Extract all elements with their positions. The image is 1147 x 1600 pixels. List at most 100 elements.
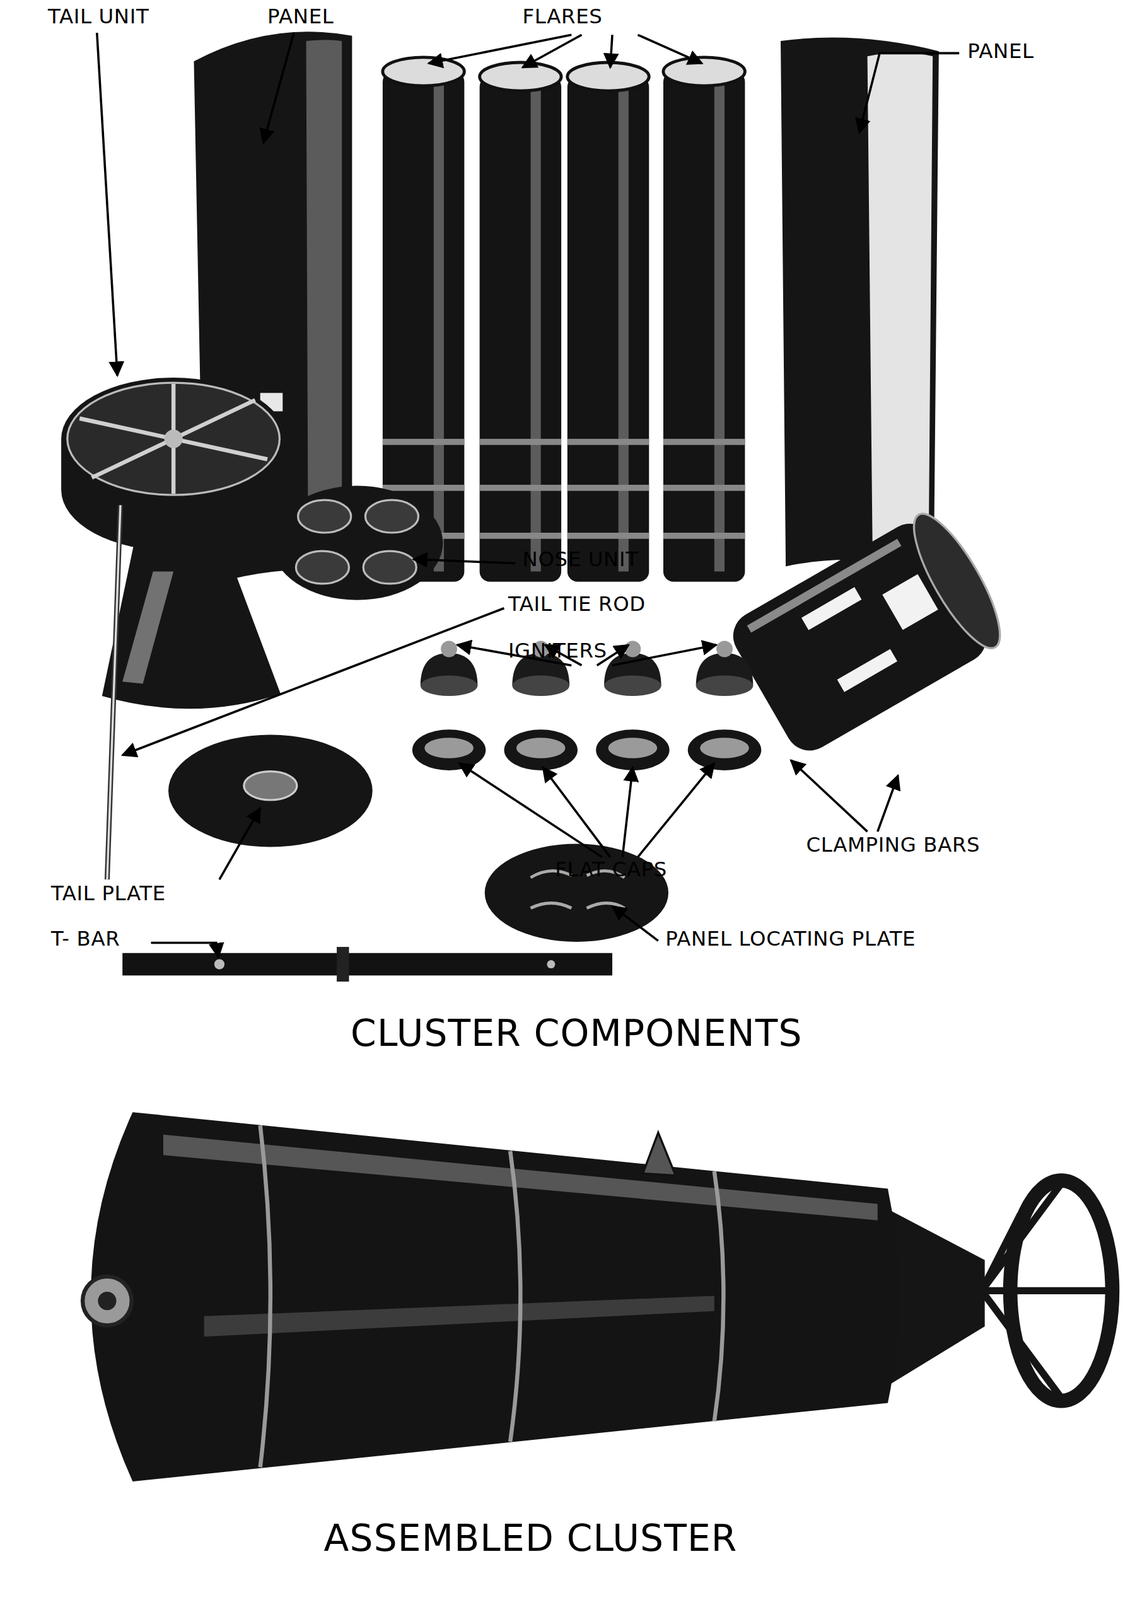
leader-line	[542, 767, 611, 857]
part-label: FLARES	[522, 6, 603, 27]
leader-line	[459, 763, 603, 858]
body-seam	[714, 1171, 724, 1422]
igniter-base	[696, 675, 754, 697]
leader-line	[859, 52, 960, 133]
plate-disk	[168, 734, 373, 847]
nose-socket	[298, 500, 352, 533]
part-label: NOSE UNIT	[522, 549, 639, 570]
flare-highlight	[433, 81, 444, 572]
leader-line	[151, 943, 219, 958]
clamping-bars	[724, 503, 1016, 760]
body-seam	[510, 1151, 521, 1443]
flare-highlight	[530, 87, 542, 572]
flat-cap	[503, 729, 578, 771]
flare	[567, 62, 649, 583]
clamp-slot	[837, 648, 898, 692]
t-bar-hole	[214, 959, 225, 970]
fuze-core	[97, 1292, 117, 1311]
flare-band	[567, 484, 649, 492]
section-heading: CLUSTER COMPONENTS	[350, 1015, 803, 1052]
cluster-body	[90, 1112, 900, 1482]
flares	[382, 57, 746, 583]
section-heading: ASSEMBLED CLUSTER	[324, 1520, 738, 1557]
flare-highlight	[714, 81, 725, 572]
leader-line	[263, 32, 295, 144]
tie-rod-highlight	[107, 505, 121, 880]
leader-line	[622, 767, 633, 857]
cap-highlight	[424, 737, 474, 758]
nose-fuze	[82, 1276, 132, 1327]
flare-top	[479, 62, 562, 91]
t-bar-lug	[336, 947, 349, 982]
leader-line	[122, 608, 504, 756]
flat-cap	[687, 729, 762, 771]
clamp-slot	[882, 574, 938, 630]
fin-drum	[61, 377, 286, 552]
nose-socket	[365, 500, 419, 533]
flare	[663, 57, 745, 583]
part-label: TAIL PLATE	[51, 883, 166, 904]
leader-line	[612, 645, 717, 666]
tail-cone	[102, 525, 281, 710]
leader-line	[610, 34, 613, 68]
body-highlight	[163, 1135, 878, 1221]
leader-line	[637, 34, 702, 64]
tail-plate	[168, 734, 373, 847]
flare	[479, 62, 562, 583]
leader-line	[428, 34, 572, 64]
part-label: PANEL LOCATING PLATE	[665, 928, 916, 950]
flare-band	[479, 532, 562, 540]
part-label: CLAMPING BARS	[805, 834, 980, 856]
flare-body	[567, 76, 649, 583]
flare-highlight	[618, 87, 629, 572]
clamp-highlight	[747, 539, 902, 634]
assembled-cluster	[82, 1112, 1113, 1482]
panel-locating-plate	[484, 844, 669, 943]
leader-line	[97, 32, 118, 376]
flare-band	[567, 438, 649, 446]
body-seam	[260, 1125, 271, 1468]
leader-line	[413, 559, 516, 564]
flare-top	[567, 62, 649, 91]
part-label: IGNITERS	[508, 640, 608, 661]
flare-band	[382, 438, 465, 446]
tail-cone	[887, 1209, 985, 1386]
t-bar-body	[122, 953, 613, 977]
part-label: T- BAR	[51, 928, 120, 950]
leader-line	[219, 808, 261, 880]
flare-top	[382, 57, 465, 86]
plate-hub	[244, 771, 297, 801]
part-label: TAIL TIE ROD	[508, 593, 646, 615]
flare-band	[663, 484, 745, 492]
nose-disk	[271, 486, 443, 601]
igniter-base	[512, 675, 570, 697]
cap-highlight	[608, 737, 658, 758]
leader-line	[790, 760, 868, 832]
tail-unit	[61, 377, 286, 709]
part-label: PANEL	[267, 6, 335, 27]
igniter-base	[604, 675, 662, 697]
igniter-knob	[716, 641, 733, 658]
leader-line	[522, 34, 583, 68]
part-label: FLAT CAPS	[554, 859, 668, 880]
right-panel	[780, 37, 939, 572]
igniter-knob	[624, 641, 641, 658]
leader-line	[612, 906, 659, 941]
fin-ring	[67, 382, 280, 495]
flare-band	[479, 484, 562, 492]
nose-socket	[363, 551, 417, 584]
tail-fins	[79, 384, 268, 495]
flat-cap	[412, 729, 487, 771]
flare-band	[382, 484, 465, 492]
leader-line	[637, 763, 714, 858]
leader-line	[877, 775, 898, 832]
leader-lines	[97, 32, 960, 958]
cap-highlight	[516, 737, 566, 758]
tie-rod	[107, 505, 121, 880]
panel-highlight	[867, 52, 934, 552]
flat-cap	[595, 729, 670, 771]
body-highlight	[204, 1296, 715, 1338]
suspension-lug	[643, 1133, 676, 1177]
flare-top	[663, 57, 745, 86]
